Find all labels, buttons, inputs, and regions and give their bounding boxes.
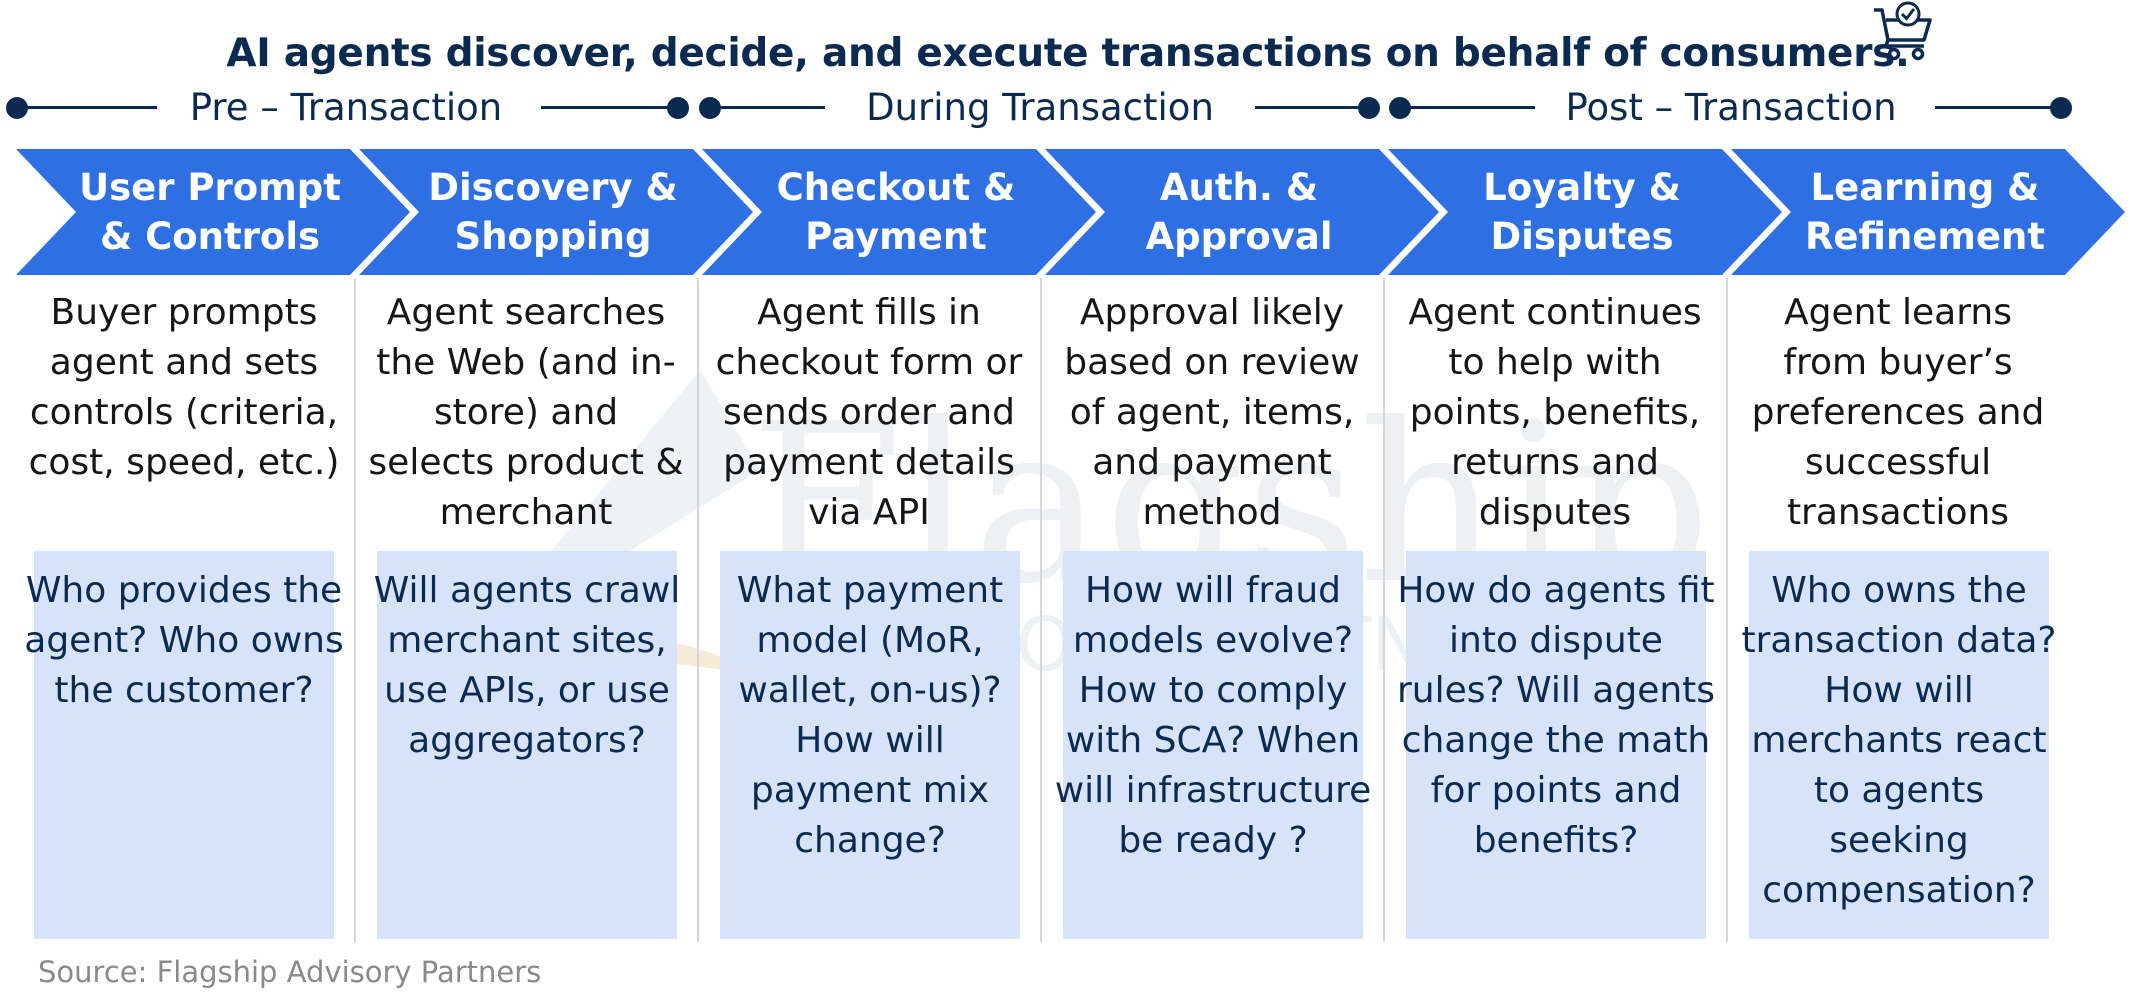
column-divider [697, 278, 699, 942]
phase-label: Pre – Transaction [189, 86, 503, 129]
stage-title: Discovery & Shopping [428, 166, 678, 258]
page-title: AI agents discover, decide, and execute … [226, 30, 1910, 76]
stage-questions: Who owns the transaction data? How will … [1741, 570, 2057, 911]
stage-questions: Will agents crawl merchant sites, use AP… [373, 570, 681, 761]
stage-questions: Who provides the agent? Who owns the cus… [24, 570, 344, 711]
phase-label: Post – Transaction [1565, 86, 1897, 129]
stage-title: User Prompt & Controls [79, 166, 341, 258]
phase-during-transaction: During Transaction [699, 82, 1389, 134]
phase-end-dot [2050, 97, 2072, 119]
stage-description: Agent searches the Web (and in-store) an… [368, 292, 684, 533]
phase-line-right [1935, 106, 2070, 109]
chevron-3 [702, 149, 1096, 275]
chevron-6 [1731, 149, 2125, 275]
phase-label: During Transaction [866, 86, 1214, 129]
phase-line-left [1400, 106, 1535, 109]
stage-title: Auth. & Approval [1145, 166, 1333, 258]
stage-description: Agent continues to help with points, ben… [1408, 292, 1702, 533]
question-box [720, 551, 1020, 939]
phase-end-dot [667, 97, 689, 119]
phase-end-dot [1358, 97, 1380, 119]
stage-title: Checkout & Payment [776, 166, 1016, 258]
stage-questions: How will fraud models evolve? How to com… [1054, 570, 1372, 861]
stage-description: Agent fills in checkout form or sends or… [715, 292, 1023, 533]
stage-title: Learning & Refinement [1804, 166, 2046, 258]
question-box [1749, 551, 2049, 939]
column-divider [1383, 278, 1385, 942]
question-box [34, 551, 334, 939]
phase-line-left [17, 106, 157, 109]
phase-line-right [1255, 106, 1370, 109]
title-row: AI agents discover, decide, and execute … [0, 18, 2136, 88]
stage-questions: What payment model (MoR, wallet, on-us)?… [736, 570, 1004, 861]
chevron-4 [1045, 149, 1439, 275]
stage-description: Buyer prompts agent and sets controls (c… [28, 292, 340, 483]
chevron-5 [1388, 149, 1782, 275]
question-box [1406, 551, 1706, 939]
source-note: Source: Flagship Advisory Partners [38, 955, 542, 989]
stage-title: Loyalty & Disputes [1483, 166, 1681, 258]
phase-line-left [710, 106, 825, 109]
phase-line-right [541, 106, 681, 109]
stage-description: Approval likely based on review of agent… [1064, 292, 1360, 533]
shopping-cart-check-icon [1874, 1, 1932, 61]
stage-description: Agent learns from buyer’s preferences an… [1751, 292, 2045, 533]
question-box [1063, 551, 1363, 939]
chevron-2 [359, 149, 753, 275]
column-divider [354, 278, 356, 942]
phase-post-transaction: Post – Transaction [1389, 82, 2079, 134]
stage-chevrons [16, 149, 2125, 275]
phase-pre-transaction: Pre – Transaction [6, 82, 696, 134]
column-divider [1726, 278, 1728, 942]
stage-questions: How do agents fit into dispute rules? Wi… [1396, 570, 1716, 861]
column-divider [1040, 278, 1042, 942]
question-box [377, 551, 677, 939]
chevron-1 [16, 149, 410, 275]
